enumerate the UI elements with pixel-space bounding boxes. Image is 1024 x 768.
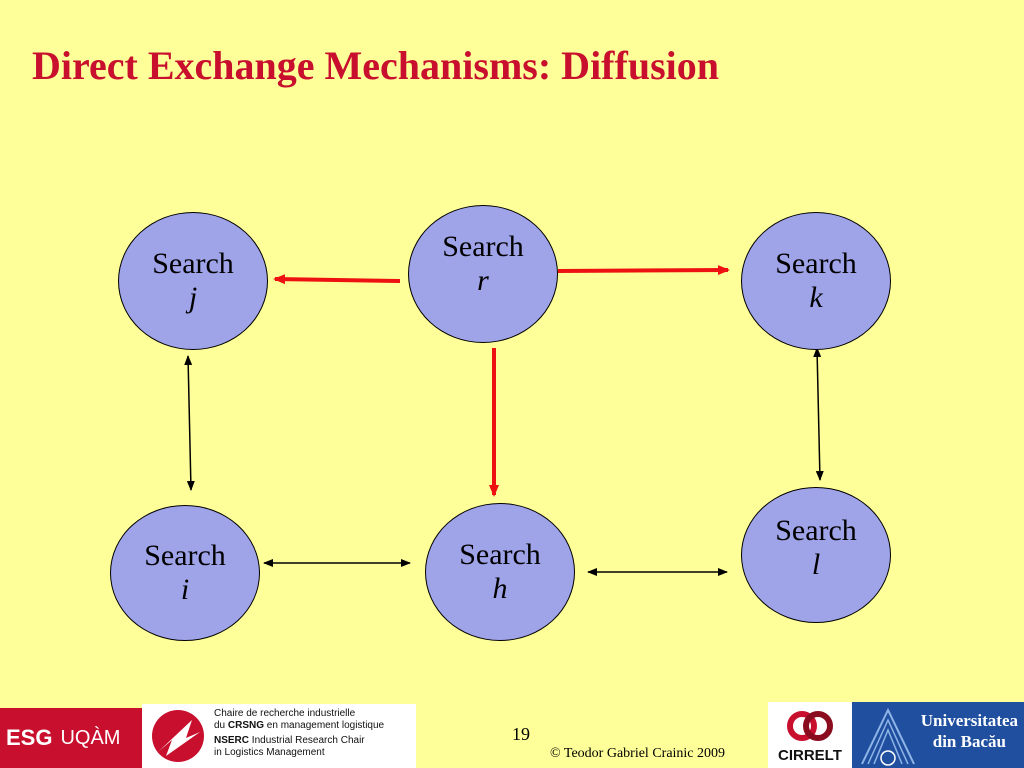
esg-text: ESG xyxy=(6,725,53,750)
cirrelt-emblem-icon xyxy=(787,711,833,741)
cirrelt-logo: CIRRELT xyxy=(768,702,852,768)
chair-line-1: Chaire de recherche industrielle xyxy=(214,708,356,719)
node-id: i xyxy=(180,573,190,606)
node-label: Search xyxy=(152,246,234,280)
node-search-l: Search l xyxy=(741,487,891,623)
node-label: Search xyxy=(442,229,524,263)
node-label: Search xyxy=(775,246,857,280)
chair-line-4: in Logistics Management xyxy=(214,747,325,758)
edge-r-k xyxy=(557,265,730,276)
diffusion-diagram xyxy=(184,265,824,576)
edge-j-i xyxy=(184,355,195,491)
university-name: Universitatea din Bacău xyxy=(920,711,1018,752)
edge-r-j xyxy=(273,274,401,285)
node-label: Search xyxy=(459,537,541,571)
chair-line-2: du CRSNG en management logistique xyxy=(214,720,385,731)
chair-emblem-icon xyxy=(152,710,204,762)
copyright-text: © Teodor Gabriel Crainic 2009 xyxy=(550,746,726,761)
node-search-r: Search r xyxy=(408,205,558,343)
node-label: Search xyxy=(775,513,857,547)
uqam-text: UQÀM xyxy=(60,726,121,749)
node-id: h xyxy=(492,572,508,605)
university-emblem-icon xyxy=(861,707,915,766)
edge-k-l xyxy=(813,347,824,481)
node-id: k xyxy=(809,281,823,314)
slide-title: Direct Exchange Mechanisms: Diffusion xyxy=(32,43,719,88)
node-label: Search xyxy=(144,538,226,572)
node-id: l xyxy=(811,548,821,581)
esg-uqam-logo: ESG UQÀM xyxy=(0,708,142,768)
node-search-h: Search h xyxy=(425,503,575,641)
node-id: r xyxy=(477,264,489,297)
node-id: j xyxy=(188,281,198,314)
bacau-university-logo: Universitatea din Bacău xyxy=(852,702,1024,768)
node-search-k: Search k xyxy=(741,212,891,350)
cirrelt-text: CIRRELT xyxy=(778,747,842,764)
nserc-chair-logo: Chaire de recherche industrielle du CRSN… xyxy=(142,704,416,768)
node-search-j: Search j xyxy=(118,212,268,350)
chair-line-3: NSERC Industrial Research Chair xyxy=(214,735,365,746)
page-number: 19 xyxy=(512,724,530,744)
node-search-i: Search i xyxy=(110,505,260,641)
